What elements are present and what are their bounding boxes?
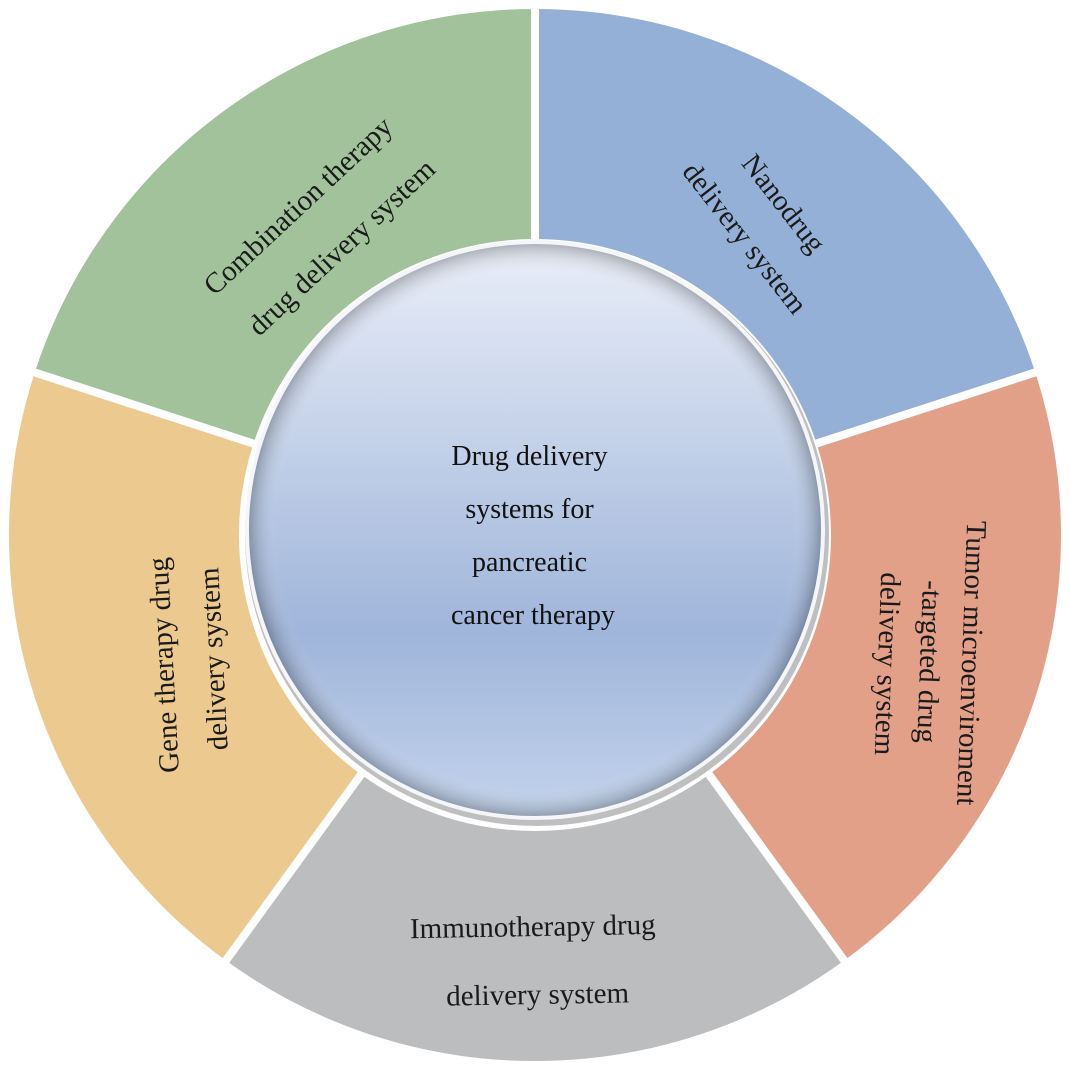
center-label-line: pancreatic xyxy=(472,547,587,578)
segment-immunotherapy xyxy=(217,765,853,1069)
center-label-line: cancer therapy xyxy=(451,600,615,631)
center-label: Drug delivery systems for pancreatic can… xyxy=(451,441,615,631)
segment-label-line: delivery system xyxy=(446,977,630,1012)
center-label-line: systems for xyxy=(465,494,594,525)
center-circle-edge xyxy=(249,244,821,816)
segment-label-line: delivery system xyxy=(868,572,906,756)
segment-label-line: Immunotherapy drug xyxy=(410,909,656,945)
segment-gene-therapy xyxy=(1,366,369,970)
center-label-line: Drug delivery xyxy=(451,441,607,472)
segment-label-line: -targeted drug xyxy=(910,580,948,744)
segment-label-immunotherapy: Immunotherapy drug delivery system xyxy=(410,909,665,1013)
